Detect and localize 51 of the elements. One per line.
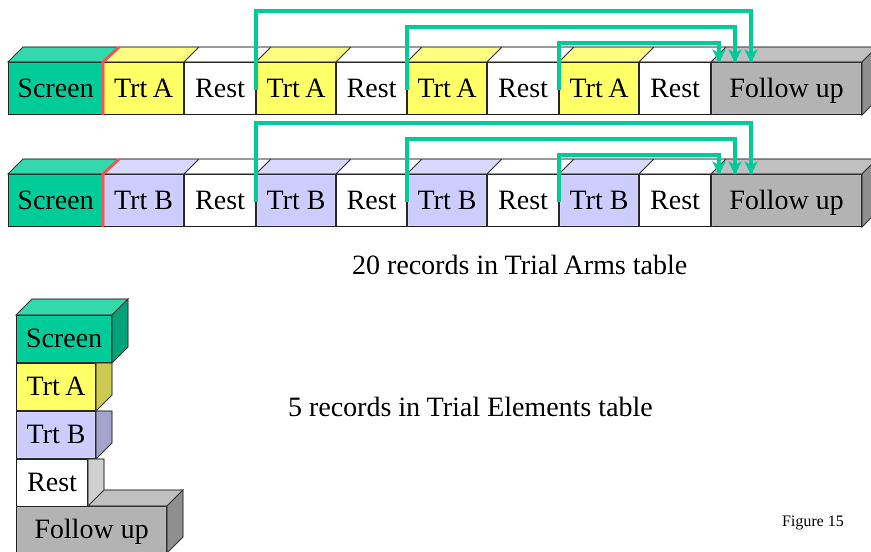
block-label: Trt A	[570, 74, 628, 102]
block-label: Rest	[27, 469, 77, 497]
block-label: Trt A	[418, 74, 476, 102]
element-block	[103, 62, 184, 115]
arrow	[557, 41, 726, 90]
element-block	[103, 174, 184, 227]
block-label: Screen	[17, 186, 94, 214]
arrow	[254, 121, 758, 202]
block-label: Rest	[195, 186, 245, 214]
block-label: Trt B	[570, 186, 628, 214]
block-label: Rest	[650, 74, 700, 102]
element-block	[559, 62, 639, 115]
block-label: Follow up	[729, 186, 844, 214]
arrow	[254, 9, 758, 90]
element-block	[16, 506, 167, 552]
block-label: Screen	[26, 325, 102, 353]
arrow	[557, 153, 726, 202]
block-label: Follow up	[34, 516, 149, 544]
block-label: Rest	[498, 74, 548, 102]
block-label: Trt A	[266, 74, 326, 102]
block-label: Trt B	[26, 421, 86, 449]
block-label: Trt B	[266, 186, 326, 214]
element-block	[256, 62, 336, 115]
element-block	[16, 363, 96, 411]
element-block	[16, 411, 96, 459]
block-label: Rest	[346, 186, 396, 214]
element-block	[407, 62, 487, 115]
block-label: Rest	[346, 74, 396, 102]
element-block	[407, 174, 487, 227]
block-label: Trt B	[418, 186, 476, 214]
block-label: Rest	[650, 186, 700, 214]
element-block	[559, 174, 639, 227]
block-label: Rest	[498, 186, 548, 214]
note-text: 5 records in Trial Elements table	[288, 392, 653, 424]
element-block	[711, 174, 862, 227]
block-label: Trt B	[114, 186, 173, 214]
block-label: Trt A	[26, 373, 86, 401]
arrow	[405, 137, 742, 202]
block-label: Trt A	[114, 74, 173, 102]
element-block	[8, 62, 103, 115]
block-label: Screen	[17, 74, 94, 102]
block-label: Follow up	[729, 74, 844, 102]
element-block	[16, 459, 88, 507]
element-block	[16, 315, 112, 363]
arrow	[405, 25, 742, 90]
block-label: Rest	[195, 74, 245, 102]
element-block	[256, 174, 336, 227]
element-block	[8, 174, 103, 227]
figure-number: Figure 15	[782, 513, 844, 531]
element-block	[711, 62, 862, 115]
note-text: 20 records in Trial Arms table	[352, 250, 688, 282]
